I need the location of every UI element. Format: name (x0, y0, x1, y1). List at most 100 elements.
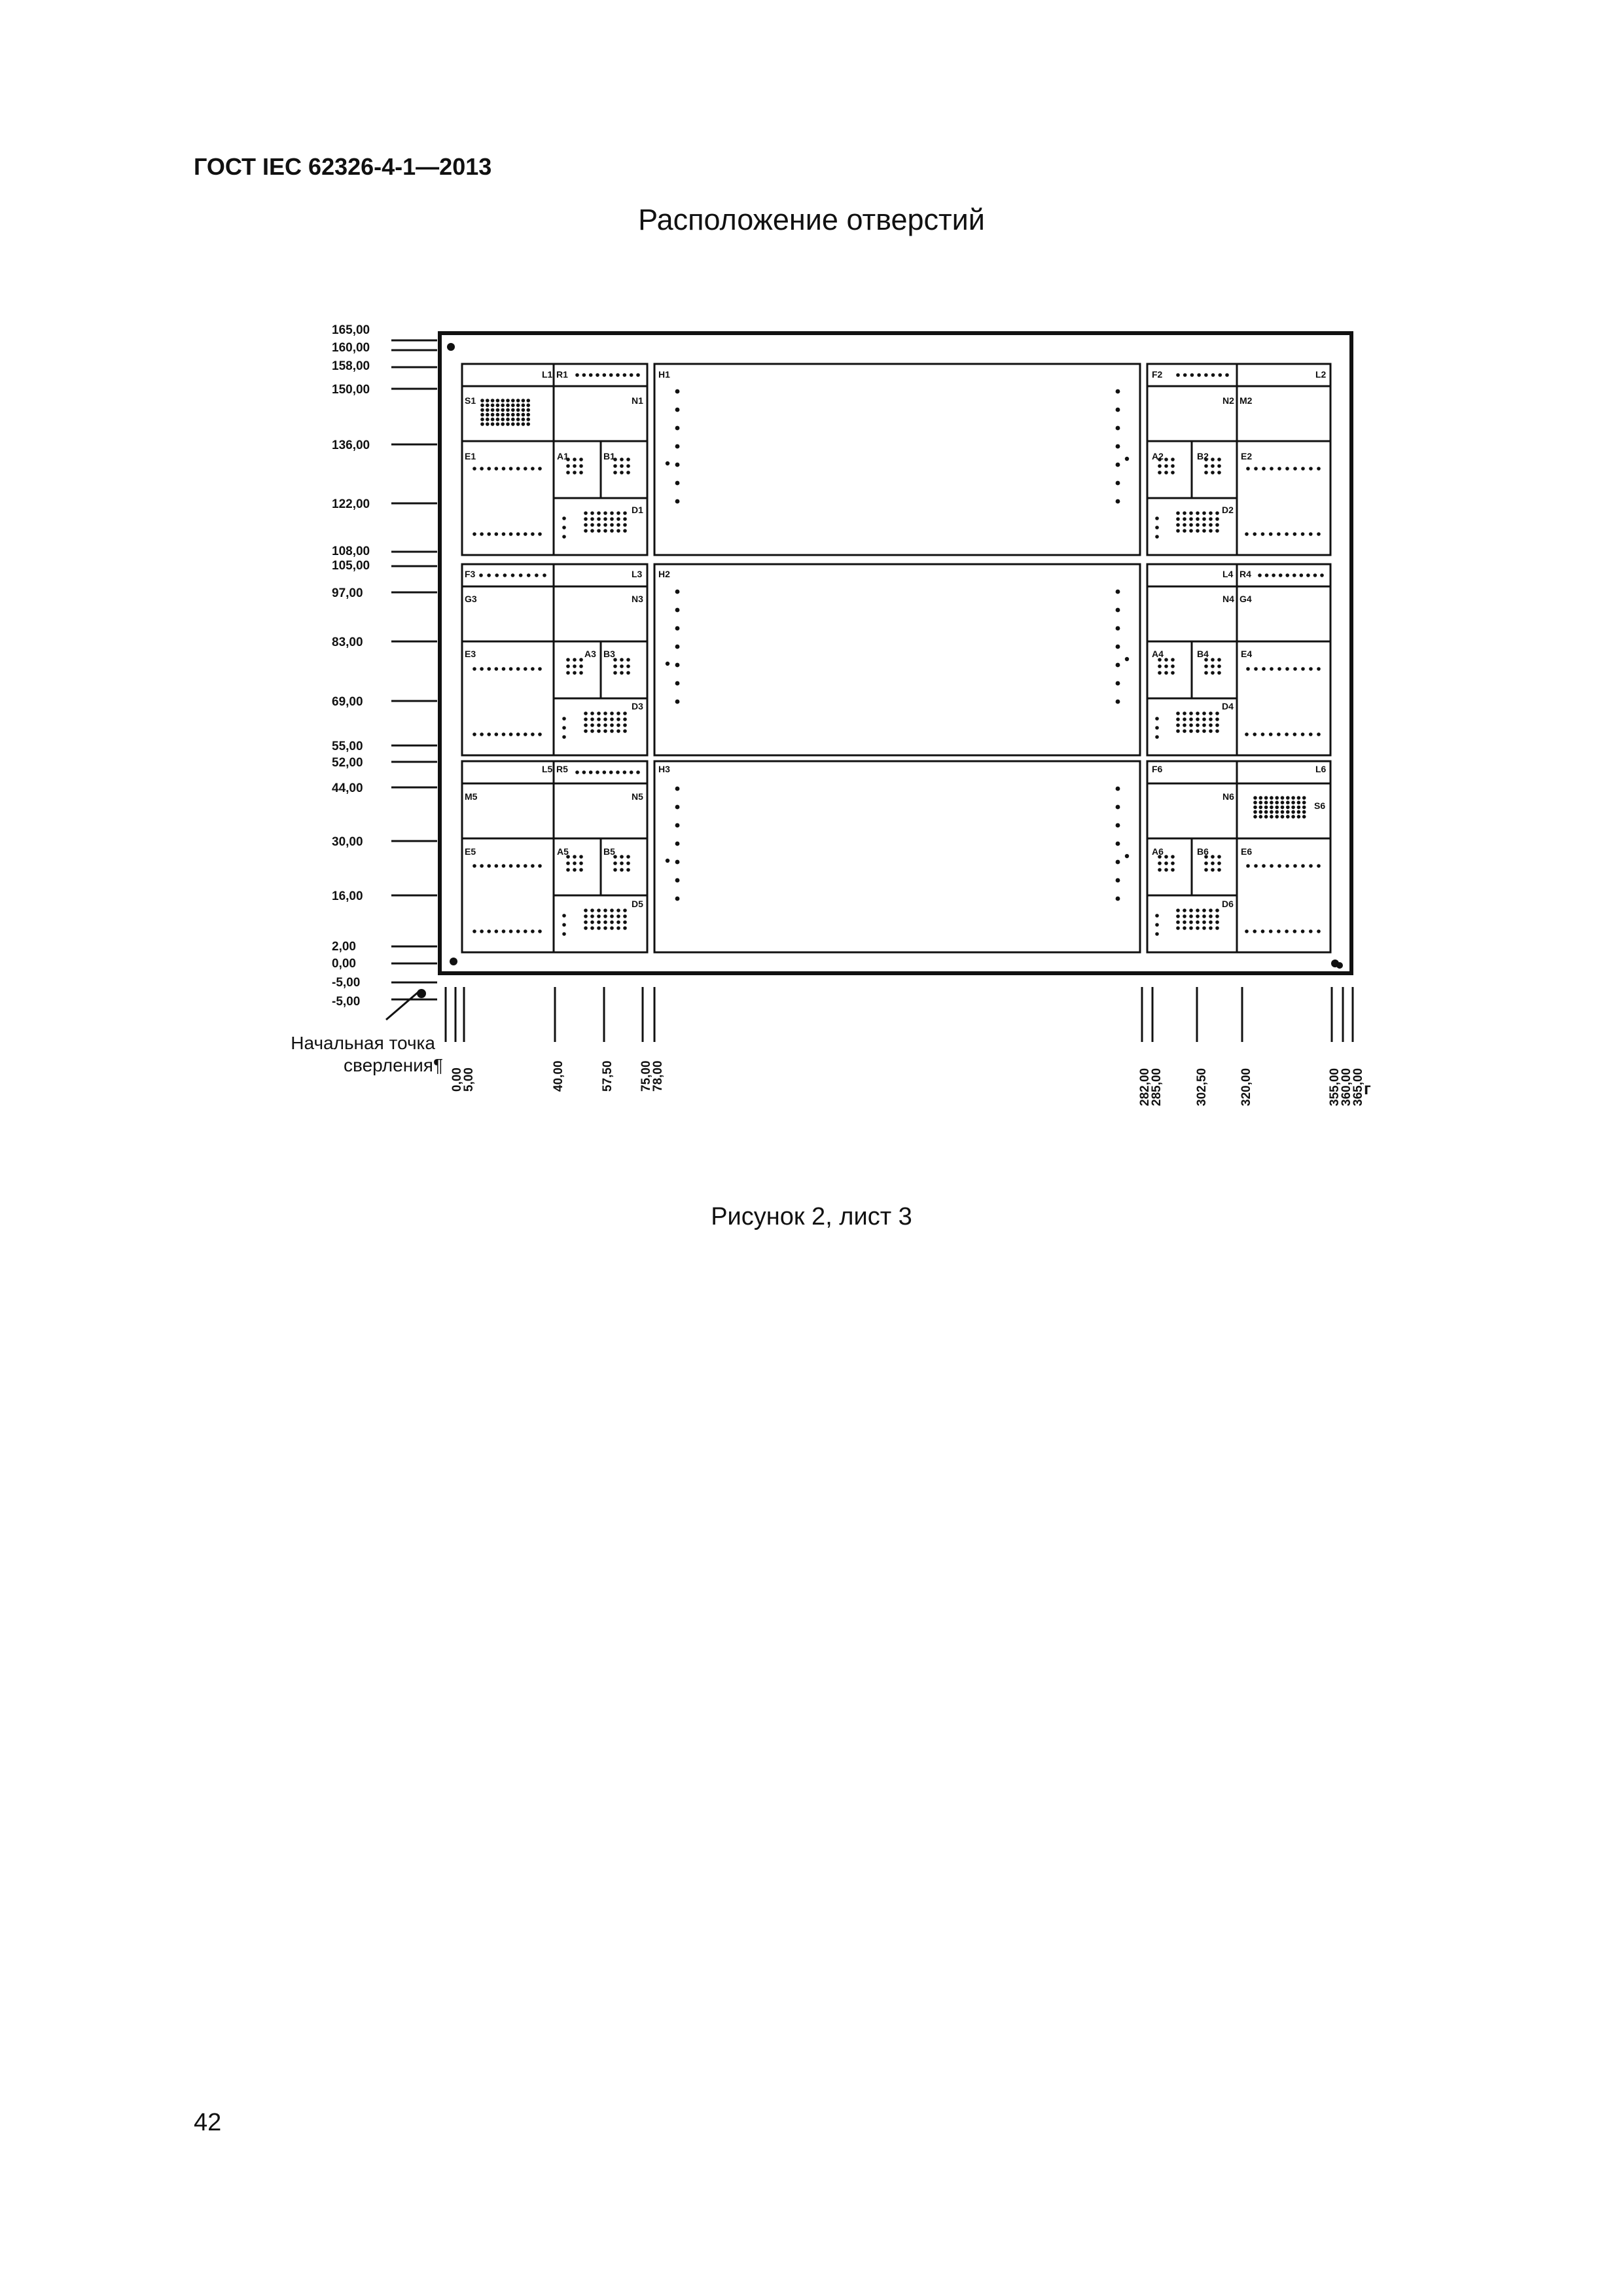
hole (616, 770, 620, 774)
hole (1189, 729, 1193, 733)
hole (590, 723, 594, 727)
hole (526, 573, 531, 577)
block-label: N6 (1222, 791, 1234, 802)
y-label: 160,00 (332, 341, 370, 355)
hole (1204, 855, 1208, 859)
hole (573, 861, 577, 865)
hole (603, 523, 607, 527)
hole (516, 929, 520, 933)
hole (1217, 464, 1221, 468)
hole (1202, 723, 1206, 727)
hole (1317, 732, 1321, 736)
hole (1158, 855, 1162, 859)
hole (590, 717, 594, 721)
hole (1245, 929, 1249, 933)
hole (511, 422, 515, 426)
hole (495, 403, 500, 407)
hole (620, 671, 624, 675)
hole (494, 667, 499, 671)
hole (487, 532, 491, 536)
hole (480, 929, 484, 933)
hole (1209, 717, 1213, 721)
hole (1277, 732, 1281, 736)
hole (675, 462, 680, 467)
block-label: N5 (632, 791, 643, 802)
hole (597, 914, 601, 918)
block-label: E3 (465, 649, 476, 659)
hole (487, 732, 491, 736)
hole (1291, 810, 1295, 814)
hole (626, 457, 630, 461)
hole (473, 929, 476, 933)
hole (616, 908, 620, 912)
hole (1189, 517, 1193, 521)
hole (1202, 523, 1206, 527)
hole (579, 861, 583, 865)
hole (1189, 914, 1193, 918)
hole (597, 529, 601, 533)
hole (501, 422, 505, 426)
hole (1171, 457, 1175, 461)
hole (1209, 908, 1213, 912)
hole (1296, 805, 1301, 810)
hole (603, 717, 607, 721)
hole (1217, 861, 1221, 865)
hole (1171, 464, 1175, 468)
hole (531, 667, 535, 671)
hole (523, 667, 527, 671)
hole (610, 717, 614, 721)
hole (613, 868, 617, 872)
hole (1300, 929, 1305, 933)
hole (508, 667, 513, 671)
hole (486, 403, 490, 407)
hole (1176, 908, 1180, 912)
hole (623, 723, 627, 727)
hole (494, 532, 499, 536)
hole (1268, 929, 1273, 933)
hole (1302, 800, 1306, 804)
hole (1280, 805, 1285, 810)
hole (675, 499, 680, 504)
hole (1158, 671, 1162, 675)
hole (1258, 805, 1263, 810)
hole (675, 841, 680, 846)
hole (543, 573, 546, 577)
hole (1211, 471, 1215, 475)
hole (1253, 532, 1257, 536)
hole (1309, 864, 1313, 868)
hole (1217, 855, 1221, 859)
hole (616, 723, 620, 727)
block-label: E4 (1241, 649, 1252, 659)
hole (620, 457, 624, 461)
block-label: B6 (1197, 846, 1209, 857)
hole (523, 864, 527, 868)
block-label: N4 (1222, 594, 1234, 604)
block-label: B4 (1197, 649, 1209, 659)
hole (584, 711, 588, 715)
hole (1115, 896, 1120, 901)
hole (622, 373, 627, 377)
hole (1209, 711, 1213, 715)
hole (1280, 810, 1285, 814)
hole (603, 723, 607, 727)
hole (613, 471, 617, 475)
hole (516, 732, 520, 736)
hole (1258, 810, 1263, 814)
hole (1302, 815, 1306, 819)
x-label: 365,00 (1351, 1068, 1365, 1106)
hole (613, 855, 617, 859)
hole (596, 373, 599, 377)
hole (1124, 853, 1130, 859)
hole (610, 729, 614, 733)
hole (1270, 667, 1274, 671)
hole (613, 671, 617, 675)
hole (1253, 815, 1257, 819)
block-label: L4 (1222, 569, 1234, 579)
block-label: B3 (603, 649, 615, 659)
hole (1260, 532, 1265, 536)
hole (584, 517, 588, 521)
hole (523, 929, 527, 933)
hole (1293, 732, 1297, 736)
hole (495, 422, 500, 426)
hole (1202, 717, 1206, 721)
